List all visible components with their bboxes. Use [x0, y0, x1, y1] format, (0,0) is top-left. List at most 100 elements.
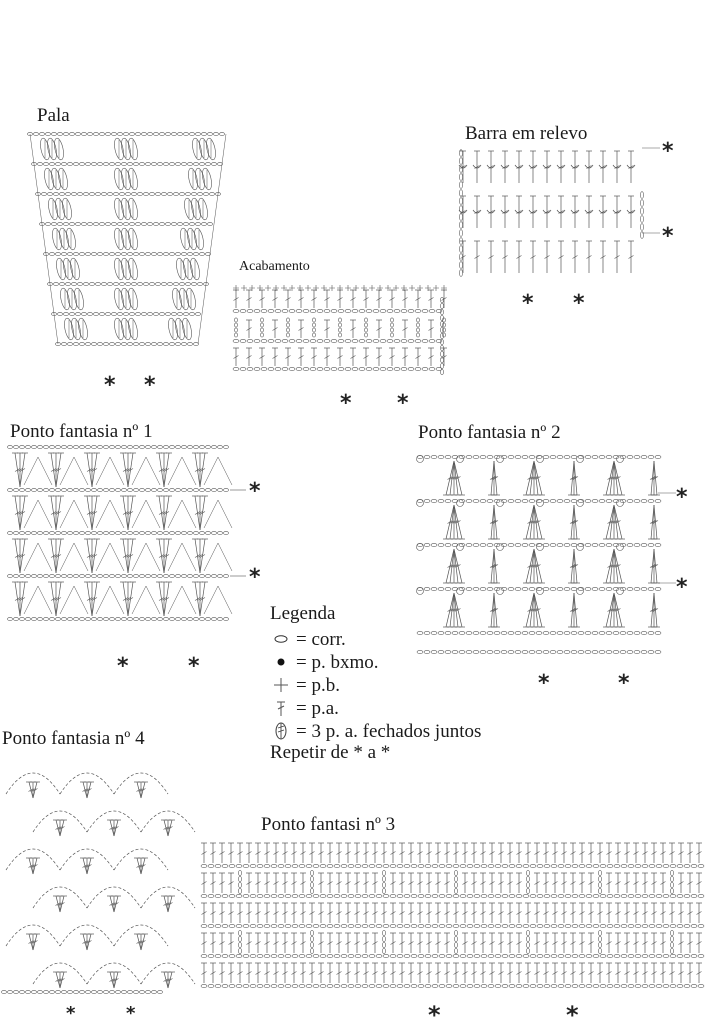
double-crochet-stitch: [246, 971, 252, 975]
double-crochet-stitch: [84, 864, 90, 868]
chain-stitch: [312, 924, 320, 928]
chain-stitch: [77, 282, 83, 286]
chain-arch: [59, 585, 89, 615]
chain-stitch: [493, 631, 501, 635]
chain-stitch: [557, 924, 565, 928]
chain-stitch: [139, 574, 145, 578]
chain-stitch: [454, 948, 458, 954]
chain-stitch: [217, 617, 223, 621]
chain-stitch: [417, 864, 425, 868]
chain-stitch: [440, 309, 444, 315]
chain-stitch: [648, 864, 656, 868]
chain-stitch: [53, 192, 59, 196]
double-crochet-stitch: [588, 881, 594, 885]
chain-stitch: [288, 367, 296, 371]
chain-stitch: [337, 367, 345, 371]
chain-stitch: [205, 531, 211, 535]
chain-stitch: [465, 499, 473, 503]
double-crochet-stitch: [390, 941, 396, 945]
chain-stitch: [480, 924, 488, 928]
chain-stitch: [368, 924, 376, 928]
chain-stitch: [263, 954, 271, 958]
chain-stitch: [211, 617, 217, 621]
double-crochet-stitch: [441, 297, 447, 301]
chain-stitch: [97, 252, 103, 256]
chain-stitch: [221, 954, 229, 958]
double-crochet-stitch: [32, 940, 38, 944]
double-crochet-stitch: [282, 851, 288, 855]
chain-stitch: [57, 312, 63, 316]
chain-stitch: [452, 924, 460, 928]
chain-stitch: [526, 942, 530, 948]
chain-stitch: [444, 543, 452, 547]
chain-stitch: [571, 894, 579, 898]
chain-stitch: [63, 312, 69, 316]
double-crochet-stitch: [113, 902, 119, 906]
chain-stitch: [382, 954, 390, 958]
chain-stitch: [270, 924, 278, 928]
chain-stitch: [97, 342, 103, 346]
double-crochet-stitch: [345, 971, 351, 975]
double-crochet-stitch: [161, 468, 167, 472]
legend-row-chain: = corr.: [270, 628, 346, 650]
chain-stitch: [351, 309, 359, 313]
chain-stitch: [683, 864, 691, 868]
chain-stitch: [556, 631, 564, 635]
legend-label: = p. bxmo.: [296, 651, 379, 673]
chain-stitch: [396, 984, 404, 988]
double-crochet-stitch: [426, 911, 432, 915]
double-crochet-stitch: [59, 978, 65, 982]
chain-stitch: [584, 543, 592, 547]
chain-stitch: [151, 252, 157, 256]
double-crochet-stitch: [199, 511, 206, 515]
double-crochet-stitch: [264, 941, 270, 945]
chain-stitch: [640, 455, 648, 459]
chain-stitch: [115, 445, 121, 449]
chain-stitch: [542, 587, 550, 591]
double-crochet-stitch: [544, 255, 550, 259]
chain-stitch: [662, 984, 670, 988]
chain-stitch: [641, 984, 649, 988]
chain-stitch: [189, 132, 195, 136]
chain-stitch: [494, 894, 502, 898]
chain-stitch: [598, 870, 602, 876]
chain-stitch: [340, 954, 348, 958]
chain-stitch: [51, 132, 57, 136]
chain-stitch: [669, 954, 677, 958]
chain-stitch: [193, 531, 199, 535]
chain-stitch: [270, 894, 278, 898]
chain-stitch: [382, 930, 386, 936]
chain-stitch: [501, 894, 509, 898]
chain-arch: [203, 585, 233, 615]
chain-stitch: [648, 924, 656, 928]
double-crochet-stitch: [615, 520, 621, 524]
chain-stitch: [127, 617, 133, 621]
double-crochet-stitch: [660, 911, 666, 915]
double-crochet-stitch: [50, 468, 57, 472]
double-crochet-stitch: [86, 864, 92, 868]
double-crochet-stitch: [309, 851, 315, 855]
dc3tog-stitch: [206, 137, 216, 161]
double-crochet-stitch: [489, 941, 495, 945]
chain-stitch: [599, 954, 607, 958]
chain-stitch: [49, 445, 55, 449]
double-crochet-stitch: [687, 881, 693, 885]
chain-stitch: [619, 543, 627, 547]
double-crochet-stitch: [30, 788, 36, 792]
double-crochet-stitch: [354, 851, 360, 855]
chain-arch: [203, 499, 233, 529]
chain-stitch: [165, 222, 171, 226]
chain-stitch: [197, 282, 203, 286]
chain-stitch: [103, 990, 109, 994]
chain-stitch: [284, 984, 292, 988]
chain-stitch: [508, 954, 516, 958]
single-crochet-icon: [274, 678, 288, 692]
chain-stitch: [239, 309, 247, 313]
chain-stitch: [440, 345, 444, 351]
chain-stitch: [185, 192, 191, 196]
pf1-chart: [7, 445, 246, 621]
double-crochet-stitch: [615, 881, 621, 885]
chain-stitch: [578, 864, 586, 868]
double-crochet-stitch: [354, 941, 360, 945]
chain-stitch: [465, 650, 473, 654]
